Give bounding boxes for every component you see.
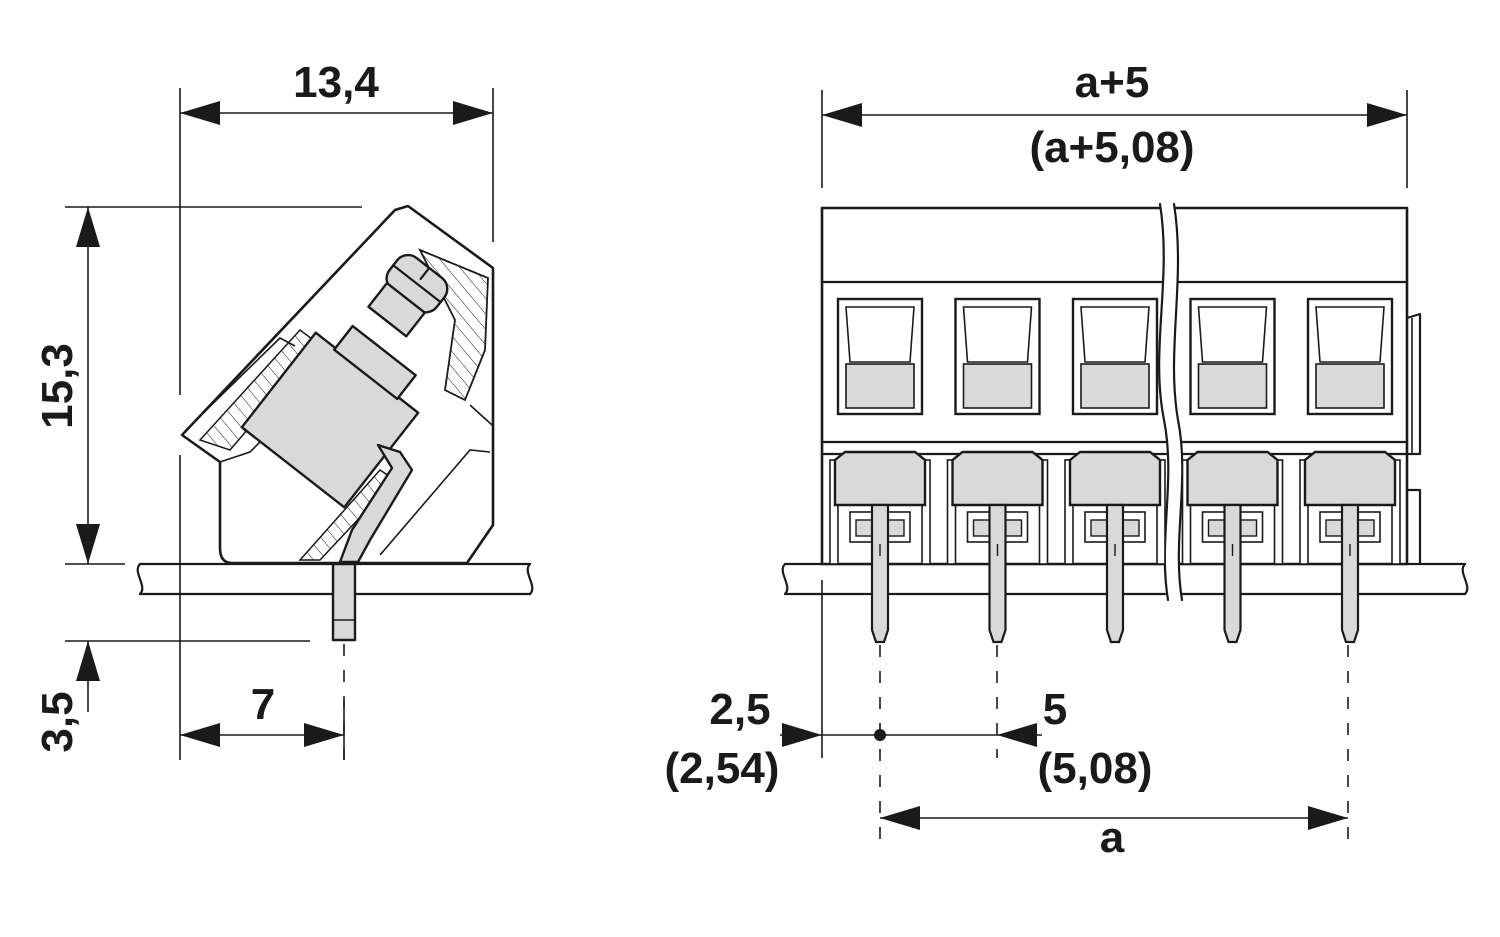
side-hatch-section <box>418 248 489 402</box>
wire-entry-inner-1 <box>845 306 915 363</box>
dim-label-5: 5 <box>1043 685 1067 734</box>
pin-2 <box>988 503 1007 644</box>
wire-entry-inner-2 <box>962 306 1033 363</box>
pin-1 <box>870 503 890 644</box>
wire-entry-inner-5 <box>1315 306 1385 363</box>
wire-clamp-4 <box>1197 363 1268 409</box>
front-view: a+5 (a+5,08) 2,5 (2,54) 5 (5,08) a <box>665 58 1469 862</box>
dim-label-5-08: (5,08) <box>1038 744 1153 793</box>
dim-height-15-3: 15,3 <box>33 207 100 564</box>
pin-3 <box>1105 503 1125 644</box>
dim-width-13-4: 13,4 <box>180 58 493 125</box>
solder-tab-3 <box>1068 450 1162 507</box>
pin-4 <box>1223 503 1242 644</box>
dim-label-13-4: 13,4 <box>293 58 379 107</box>
wire-entry-inner-3 <box>1080 306 1150 363</box>
solder-tab-5 <box>1303 450 1397 507</box>
side-clamp <box>240 324 420 509</box>
wire-clamp-3 <box>1080 363 1150 409</box>
dim-label-2-54: (2,54) <box>665 744 780 793</box>
wire-entry-inner-4 <box>1197 306 1268 363</box>
dim-label-2-5: 2,5 <box>709 685 770 734</box>
pin-5 <box>1340 503 1360 644</box>
wire-clamp-2 <box>962 363 1033 409</box>
wire-clamp-1 <box>845 363 915 409</box>
side-pin <box>331 562 357 642</box>
dim-pin-span-a: a <box>880 806 1348 862</box>
dim-offset-and-pitch: 2,5 (2,54) 5 (5,08) <box>665 685 1153 793</box>
solder-tab-4 <box>1186 450 1279 507</box>
dim-label-3-5: 3,5 <box>33 691 82 752</box>
side-contact <box>338 443 414 564</box>
solder-tab-2 <box>951 450 1044 507</box>
dim-pin-length-3-5: 3,5 <box>33 641 100 753</box>
side-view: 13,4 15,3 3,5 7 <box>33 58 534 760</box>
dim-label-a: a <box>1100 813 1125 862</box>
dim-label-a-plus-5-08: (a+5,08) <box>1029 123 1194 172</box>
dim-label-a-plus-5: a+5 <box>1075 58 1150 107</box>
dim-label-7: 7 <box>251 680 275 729</box>
dim-overall-a-plus-5: a+5 (a+5,08) <box>822 58 1407 172</box>
solder-tab-1 <box>833 450 927 507</box>
dim-label-15-3: 15,3 <box>33 343 82 429</box>
wire-clamp-5 <box>1315 363 1385 409</box>
side-screw <box>367 253 449 338</box>
front-positions <box>829 297 1401 644</box>
dim-pin-offset-7: 7 <box>180 680 344 747</box>
